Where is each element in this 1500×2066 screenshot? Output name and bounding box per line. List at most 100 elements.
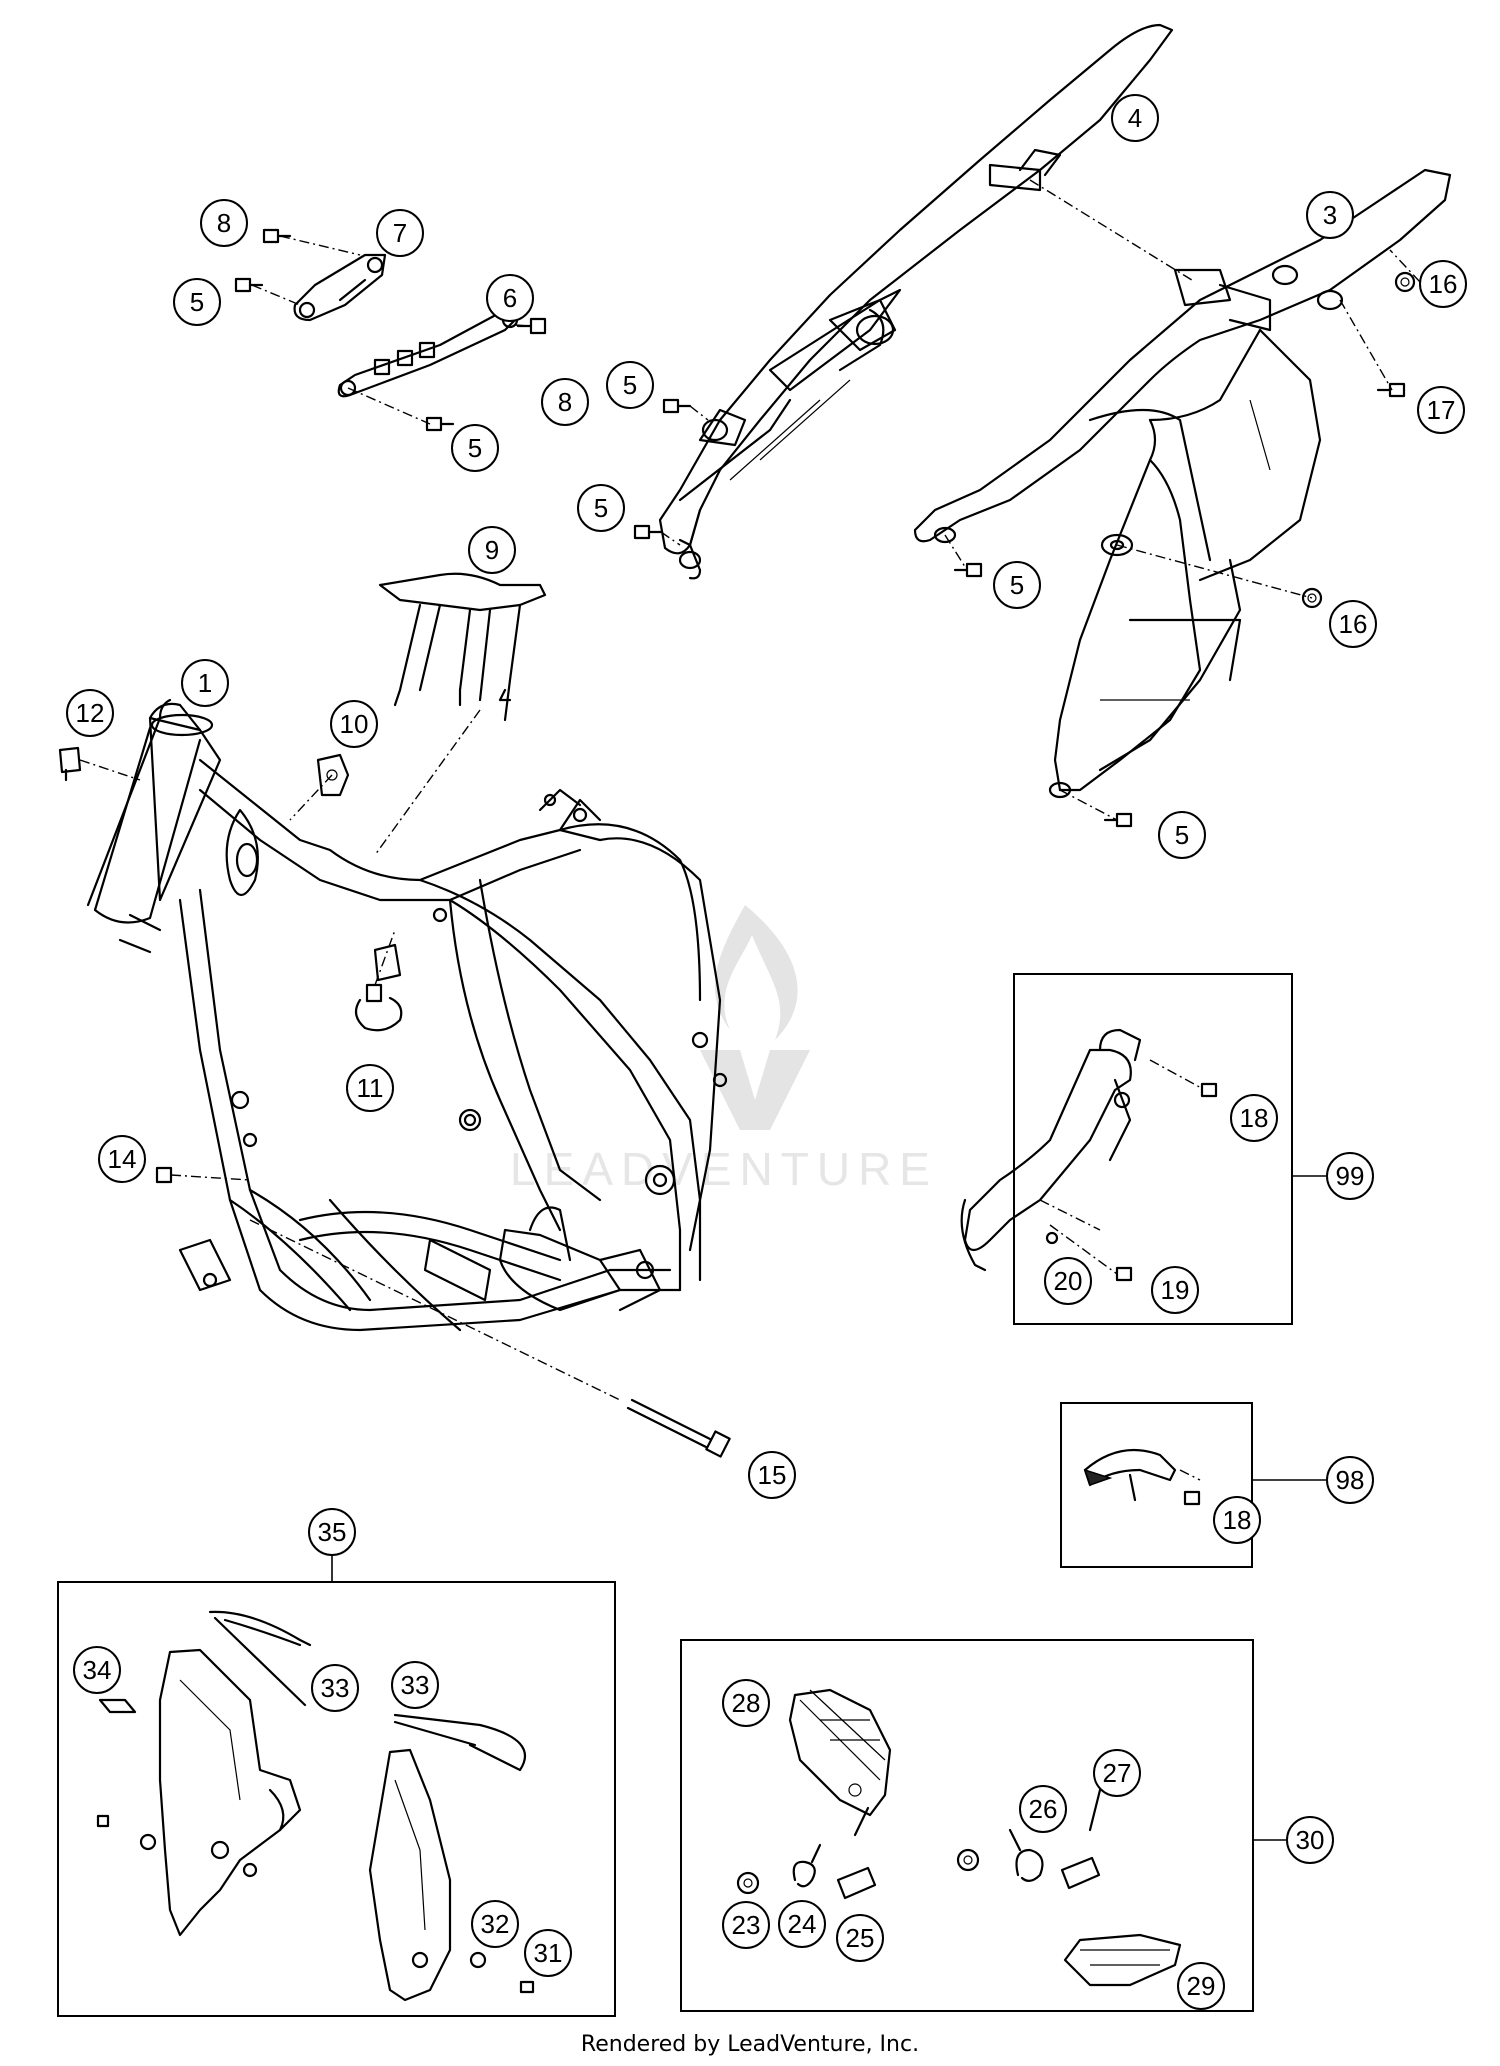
clamp-icon <box>316 753 350 797</box>
svg-text:5: 5 <box>190 287 204 317</box>
callout: 15 <box>748 1451 796 1499</box>
svg-text:3: 3 <box>1323 200 1337 230</box>
svg-text:28: 28 <box>732 1688 761 1718</box>
long-bolt-icon <box>626 1398 731 1458</box>
svg-text:34: 34 <box>83 1655 112 1685</box>
callout: 5 <box>577 484 625 532</box>
callout: 32 <box>471 1900 519 1948</box>
svg-text:33: 33 <box>321 1673 350 1703</box>
part-subframe-left <box>658 23 1174 580</box>
svg-text:5: 5 <box>594 493 608 523</box>
part-frame <box>86 698 728 1332</box>
svg-text:1: 1 <box>198 668 212 698</box>
callout: 35 <box>308 1508 356 1556</box>
svg-text:15: 15 <box>758 1460 787 1490</box>
footer-credit: Rendered by LeadVenture, Inc. <box>580 2032 920 2057</box>
watermark-logo: LEADVENTURE <box>510 905 930 1195</box>
part-brackets <box>293 253 519 398</box>
svg-text:99: 99 <box>1336 1161 1365 1191</box>
svg-text:25: 25 <box>846 1923 875 1953</box>
callout: 24 <box>778 1900 826 1948</box>
callout: 5 <box>451 424 499 472</box>
svg-text:11: 11 <box>357 1073 384 1103</box>
svg-text:5: 5 <box>1175 820 1189 850</box>
kit-98-box <box>1060 1402 1327 1568</box>
callout: 16 <box>1419 260 1467 308</box>
svg-text:98: 98 <box>1336 1465 1365 1495</box>
nut-icon <box>1394 271 1416 293</box>
svg-text:4: 4 <box>1128 103 1142 133</box>
callouts: 1 3 4 5 5 5 5 5 5 5 6 7 8 8 9 10 11 12 1… <box>66 94 1467 2010</box>
svg-text:24: 24 <box>788 1909 817 1939</box>
callout: 8 <box>200 199 248 247</box>
kit-35-box <box>57 1555 616 2017</box>
callout: 18 <box>1230 1094 1278 1142</box>
callout: 3 <box>1306 191 1354 239</box>
clamp-icon <box>354 983 403 1032</box>
callout: 26 <box>1019 1785 1067 1833</box>
bolt-icon <box>234 277 264 293</box>
bolt-icon <box>953 562 983 578</box>
svg-text:8: 8 <box>558 387 572 417</box>
bolt-icon <box>1103 812 1133 828</box>
callout: 5 <box>1158 811 1206 859</box>
callout: 8 <box>541 378 589 426</box>
callout: 23 <box>722 1901 770 1949</box>
bolt-icon <box>633 524 663 540</box>
callout: 20 <box>1044 1257 1092 1305</box>
svg-text:29: 29 <box>1187 1971 1216 2001</box>
svg-text:30: 30 <box>1296 1825 1325 1855</box>
part-holder <box>378 572 547 722</box>
svg-text:31: 31 <box>534 1938 563 1968</box>
svg-text:6: 6 <box>503 283 517 313</box>
callout: 19 <box>1151 1266 1199 1314</box>
bolt-icon <box>425 416 455 432</box>
svg-text:33: 33 <box>401 1670 430 1700</box>
svg-text:10: 10 <box>340 709 369 739</box>
callout: 31 <box>524 1929 572 1977</box>
callout: 7 <box>376 209 424 257</box>
svg-text:26: 26 <box>1029 1794 1058 1824</box>
kit-30-box <box>680 1639 1287 2012</box>
callout: 98 <box>1326 1456 1374 1504</box>
nut-icon <box>155 1166 173 1184</box>
svg-text:5: 5 <box>468 433 482 463</box>
bolt-icon <box>662 398 692 414</box>
callout: 28 <box>722 1679 770 1727</box>
callout: 10 <box>330 700 378 748</box>
callout: 5 <box>173 278 221 326</box>
part-subframe-right <box>913 168 1452 799</box>
callout: 6 <box>486 274 534 322</box>
callout: 99 <box>1326 1152 1374 1200</box>
callout: 5 <box>606 361 654 409</box>
callout: 17 <box>1417 386 1465 434</box>
leader-lines <box>79 179 1421 1481</box>
svg-text:12: 12 <box>76 698 105 728</box>
kit-99-box <box>960 973 1327 1325</box>
callout: 5 <box>993 561 1041 609</box>
svg-text:32: 32 <box>481 1909 510 1939</box>
fasteners <box>58 228 1416 1458</box>
callout: 29 <box>1177 1962 1225 2010</box>
callout: 11 <box>346 1064 394 1112</box>
svg-text:8: 8 <box>217 208 231 238</box>
svg-text:27: 27 <box>1103 1758 1132 1788</box>
callout: 9 <box>468 526 516 574</box>
callout: 18 <box>1213 1496 1261 1544</box>
callout: 4 <box>1111 94 1159 142</box>
svg-text:9: 9 <box>485 535 499 565</box>
svg-text:19: 19 <box>1161 1275 1190 1305</box>
callout: 14 <box>98 1135 146 1183</box>
svg-text:20: 20 <box>1054 1266 1083 1296</box>
svg-text:23: 23 <box>732 1910 761 1940</box>
callout: 33 <box>391 1661 439 1709</box>
callout: 16 <box>1329 600 1377 648</box>
svg-text:16: 16 <box>1429 269 1458 299</box>
callout: 27 <box>1093 1749 1141 1797</box>
svg-text:16: 16 <box>1339 609 1368 639</box>
callout: 25 <box>836 1914 884 1962</box>
svg-text:5: 5 <box>623 370 637 400</box>
clip-icon <box>58 746 82 782</box>
callout: 12 <box>66 689 114 737</box>
